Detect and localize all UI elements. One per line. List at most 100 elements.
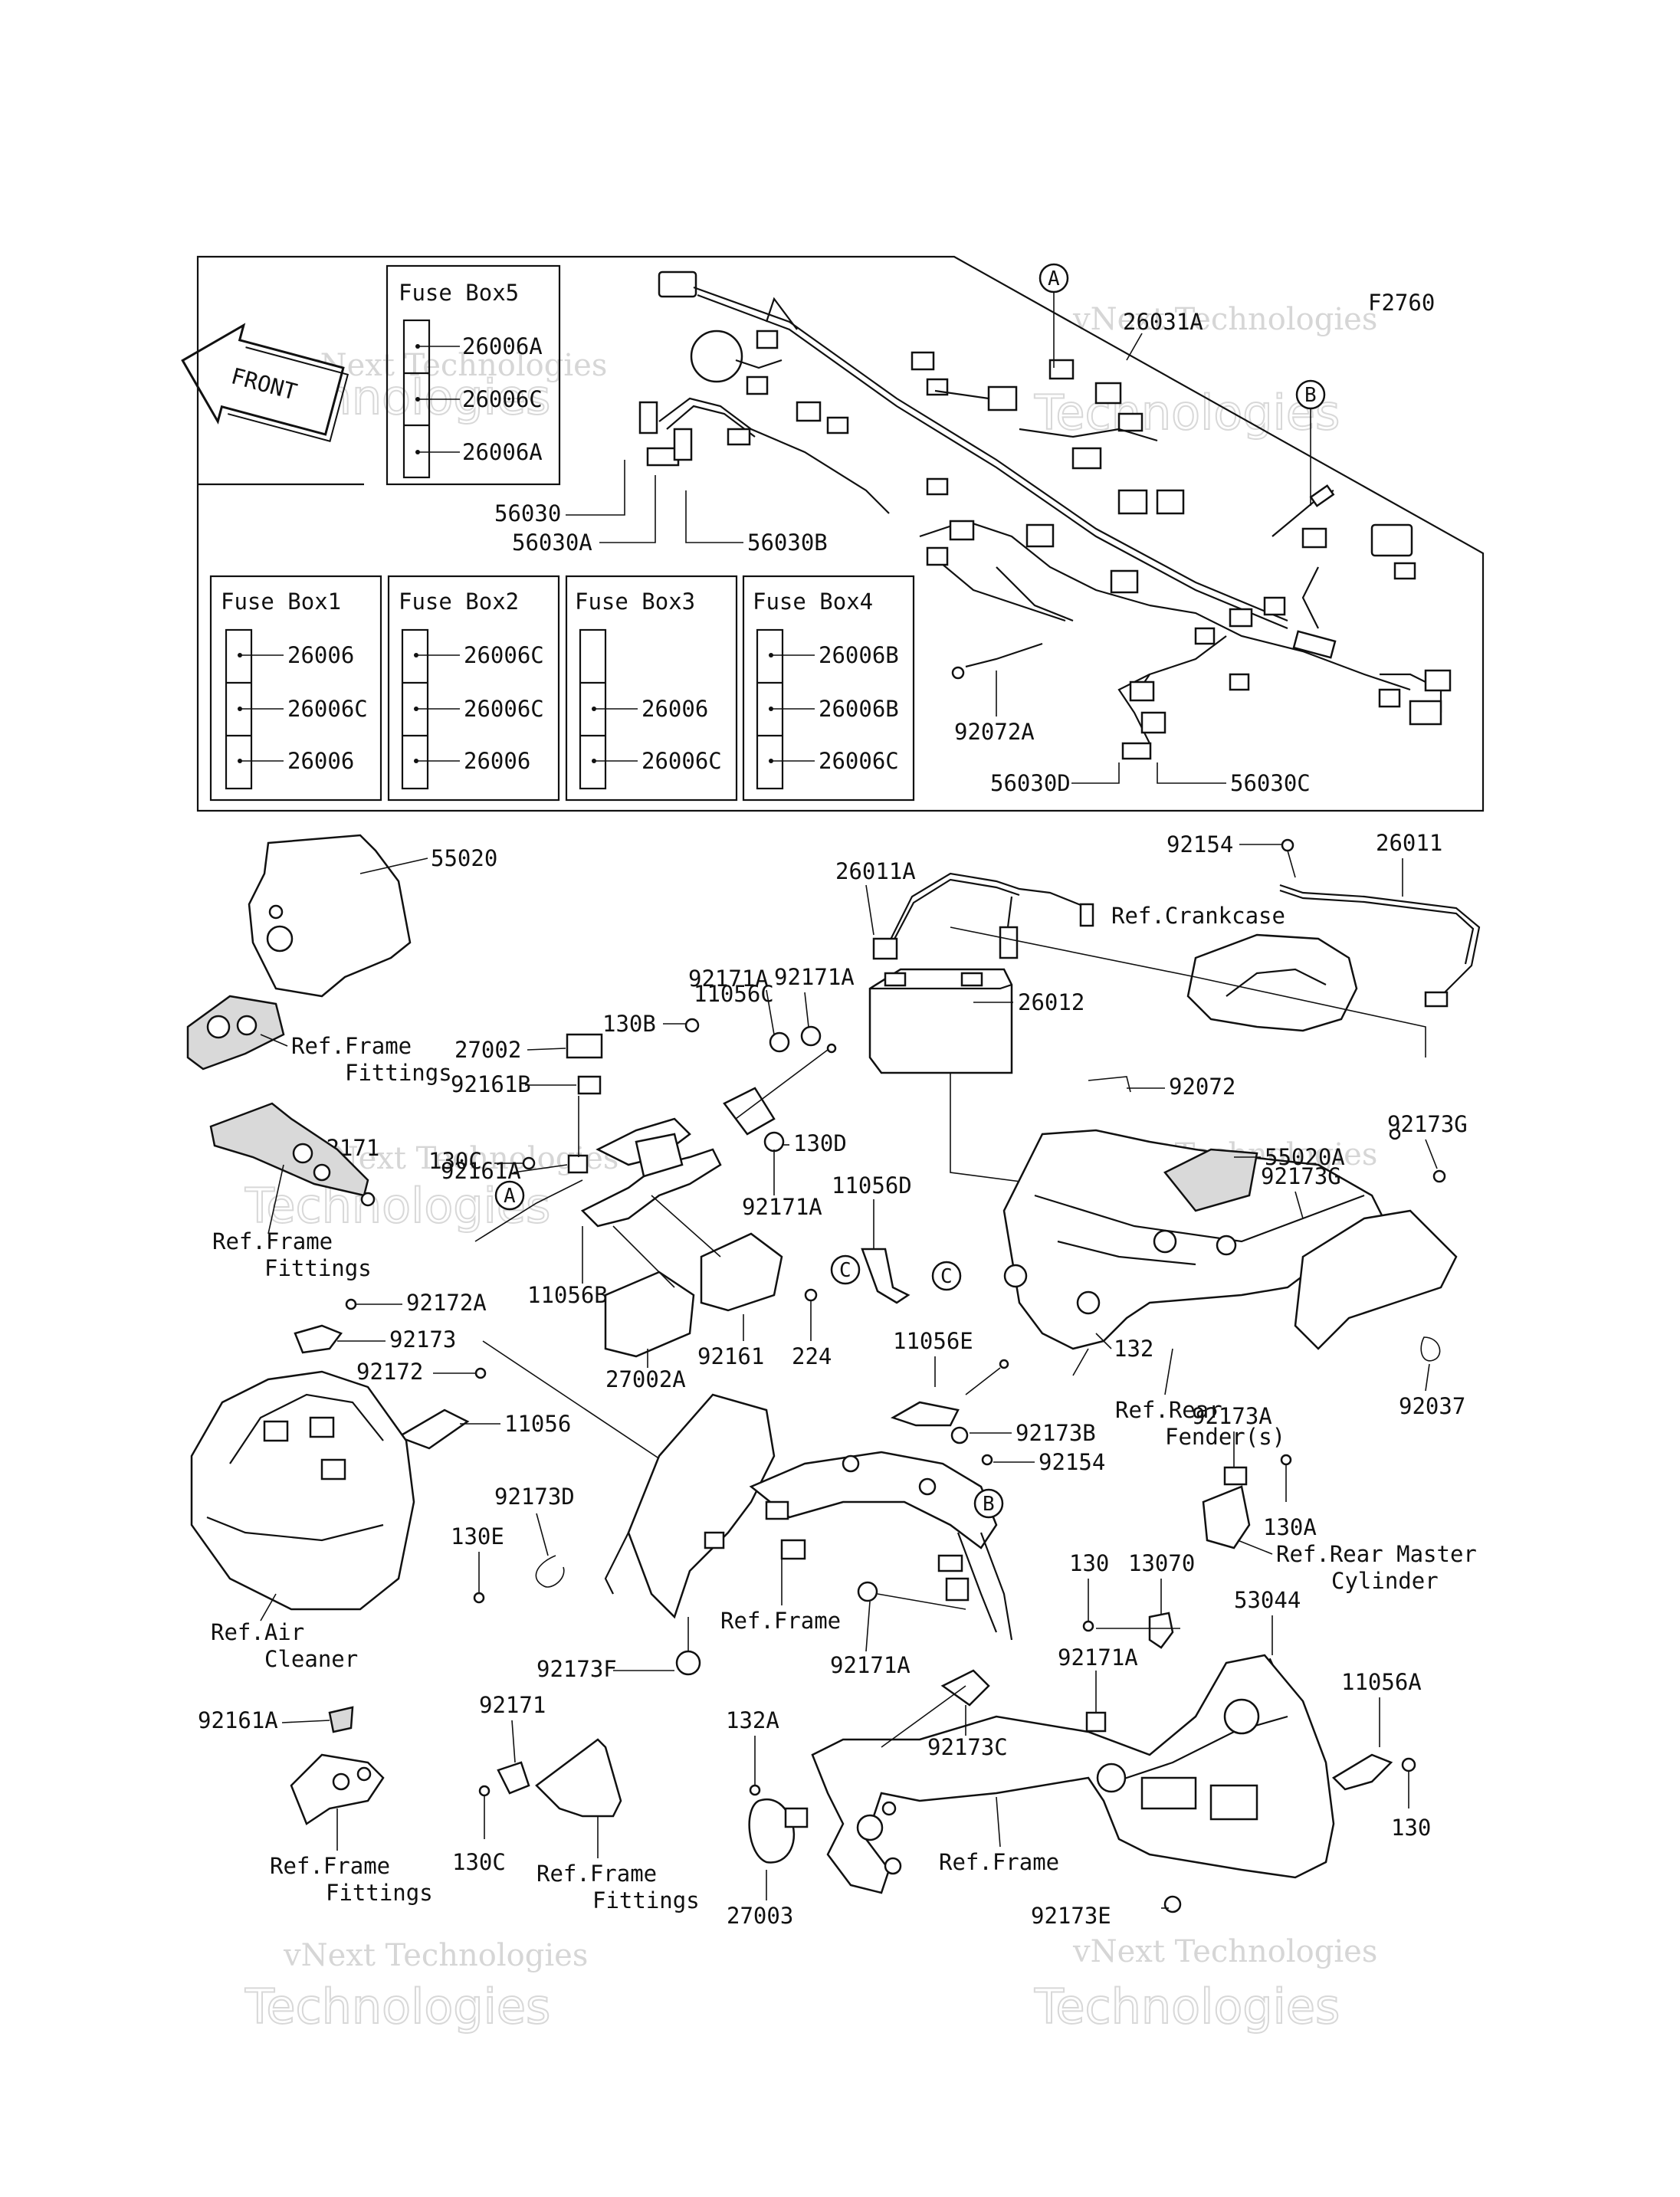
marker-b: B — [1295, 379, 1326, 506]
part-label: 92173C — [927, 1734, 1008, 1760]
relay-27002 — [566, 1033, 603, 1059]
marker-a: A — [1039, 263, 1069, 368]
part-label: 132A — [726, 1707, 779, 1733]
part-label: 130C — [428, 1148, 482, 1174]
part-label: 26006B — [819, 696, 899, 722]
part-label: 92171A — [1058, 1644, 1138, 1671]
ref-label: Fittings — [345, 1060, 452, 1086]
frame-fitting-part — [186, 995, 285, 1071]
part-label: 56030B — [747, 530, 828, 556]
part-label: 92172A — [406, 1290, 487, 1316]
air-cleaner — [190, 1370, 415, 1611]
part-label: 56030A — [512, 530, 592, 556]
marker-c: C — [931, 1261, 962, 1291]
svg-text:B: B — [983, 1493, 995, 1516]
part-label: 92173A — [1192, 1403, 1272, 1429]
front-arrow-icon: FRONT — [181, 323, 349, 442]
pad-92161A — [328, 1706, 354, 1733]
ref-label: Fender(s) — [1165, 1424, 1285, 1450]
fuse-box-2: Fuse Box2 26006C 26006C 26006 — [387, 575, 560, 802]
part-label: 92161B — [451, 1071, 531, 1097]
master-cylinder-bracket — [1202, 1485, 1251, 1549]
part-label: 26006C — [287, 696, 368, 722]
ref-label: Ref.Air — [211, 1619, 304, 1645]
part-label: 92173E — [1031, 1903, 1111, 1929]
frame-fitting-part — [290, 1753, 385, 1825]
part-label: 56030 — [494, 500, 561, 526]
bracket-11056E — [890, 1401, 960, 1427]
part-label: 92161 — [697, 1343, 764, 1369]
part-label: 56030D — [990, 770, 1071, 796]
part-label: 26006 — [287, 748, 354, 774]
part-label: 26006C — [641, 748, 722, 774]
part-label: 92161A — [441, 1158, 521, 1184]
rear-fender-assembly — [1002, 1129, 1458, 1350]
part-label: 92171A — [742, 1194, 822, 1220]
part-label: 26006C — [819, 748, 899, 774]
fuse-box-title: Fuse Box2 — [399, 589, 519, 615]
part-label: 224 — [792, 1343, 832, 1369]
ref-label: Fittings — [326, 1880, 433, 1906]
part-label: 26006 — [287, 642, 354, 668]
part-label: 27002 — [454, 1037, 521, 1063]
figure-code: F2760 — [1368, 290, 1435, 316]
part-label: 130E — [451, 1523, 504, 1549]
part-label: 130C — [452, 1849, 506, 1875]
part-label: 55020 — [431, 845, 497, 871]
part-label: 132 — [1114, 1336, 1153, 1362]
main-frame-center — [604, 1393, 1013, 1641]
watermark-text: Technologies — [244, 1979, 550, 2035]
ecu-module-92161 — [700, 1232, 783, 1312]
part-label: 26006C — [464, 642, 544, 668]
part-label: 53044 — [1234, 1587, 1301, 1613]
part-label: 27003 — [727, 1903, 793, 1929]
part-label: 92172 — [356, 1359, 423, 1385]
part-label: 130D — [793, 1130, 847, 1156]
ref-label: Fittings — [592, 1887, 700, 1913]
part-label: 56030C — [1230, 770, 1311, 796]
ecu-bracket — [580, 1087, 776, 1228]
fuse-box-4: Fuse Box4 26006B 26006B 26006C — [742, 575, 915, 802]
frame-fitting-part — [209, 1102, 376, 1207]
ref-label: Ref.Frame — [212, 1228, 333, 1254]
part-label: 26006C — [464, 696, 544, 722]
bracket-11056D — [861, 1248, 911, 1304]
part-label: 26012 — [1018, 989, 1084, 1015]
fuse-box-title: Fuse Box1 — [221, 589, 341, 615]
clamp-92173A — [1223, 1466, 1248, 1486]
part-label: 130A — [1263, 1514, 1317, 1540]
clip-13070 — [1148, 1612, 1174, 1649]
ref-label: Cylinder — [1331, 1568, 1439, 1594]
bracket-92161B — [577, 1075, 602, 1095]
part-label: 92173B — [1016, 1420, 1096, 1446]
part-label: 130 — [1391, 1815, 1431, 1841]
watermark-text: vNext Technologies — [1072, 1934, 1377, 1969]
part-label: 92154 — [1166, 831, 1233, 857]
part-label: 92171A — [774, 964, 855, 990]
ref-label: Ref.Frame — [270, 1853, 390, 1879]
part-label: 11056B — [527, 1282, 608, 1308]
ref-label: Cleaner — [264, 1646, 358, 1672]
bracket-11056A — [1331, 1753, 1393, 1791]
svg-text:C: C — [839, 1259, 851, 1282]
marker-c: C — [830, 1254, 861, 1285]
part-label: 26011A — [835, 858, 916, 884]
part-label: 92173G — [1261, 1163, 1341, 1189]
watermark-text: vNext Technologies — [1072, 302, 1377, 337]
part-label: 26006B — [819, 642, 899, 668]
grommet-92171A — [1085, 1711, 1107, 1733]
wiring-harness-drawing — [638, 271, 1452, 760]
ref-label: Ref.Frame — [536, 1861, 657, 1887]
clamp-92173 — [294, 1324, 343, 1354]
part-label: 92171A — [688, 966, 769, 992]
part-label: 92072 — [1169, 1074, 1235, 1100]
part-label: 130B — [602, 1011, 656, 1037]
part-label: 92173G — [1387, 1111, 1468, 1137]
horn-27003 — [748, 1798, 809, 1864]
ref-label: Ref.Frame — [291, 1033, 412, 1059]
fuse-box-1: Fuse Box1 26006 26006C 26006 — [209, 575, 382, 802]
part-label: 11056 — [504, 1411, 571, 1437]
part-label: 92072A — [954, 719, 1035, 745]
clamp-92171 — [497, 1761, 530, 1795]
fuse-box-3: Fuse Box3 26006 26006C — [565, 575, 738, 802]
